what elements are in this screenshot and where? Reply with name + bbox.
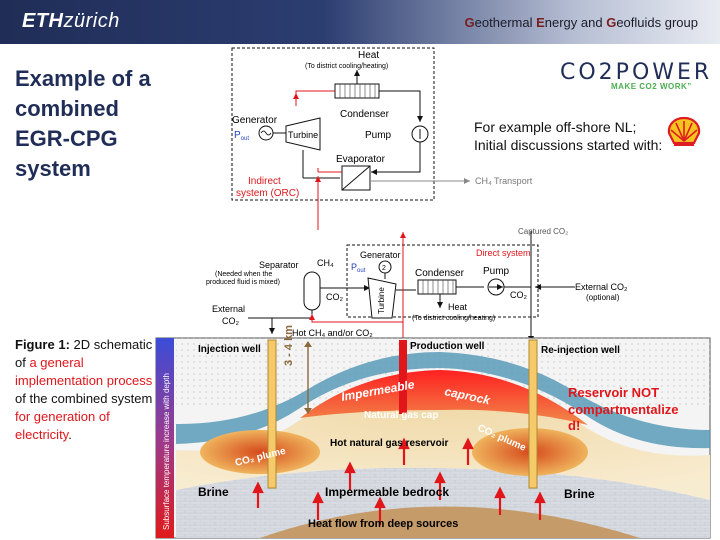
separator-note2: produced fluid is mixed) [206, 279, 280, 286]
temperature-gradient-label: Subsurface temperature increase with dep… [162, 373, 171, 530]
orc-indirect-label2: system (ORC) [236, 188, 299, 199]
direct-condenser-label: Condenser [415, 268, 465, 279]
group-name: Geothermal Energy and Geofluids group [464, 15, 698, 30]
svg-text:2: 2 [382, 265, 386, 272]
eth-zurich-logo: ETHzürich [22, 10, 120, 32]
orc-indirect-label1: Indirect [248, 176, 281, 187]
natural-gas-cap [300, 370, 588, 425]
not-compartmentalized-2: compartmentalize [568, 402, 679, 417]
orc-evaporator-label: Evaporator [336, 154, 386, 165]
reinjection-well-label: Re-injection well [541, 345, 620, 356]
ext-co2-right-label2: (optional) [586, 293, 620, 302]
direct-heat-sub: (To district cooling/heating) [412, 315, 495, 322]
production-well [399, 340, 407, 414]
separator-icon [303, 271, 321, 311]
heat-source-dome [260, 506, 640, 538]
captured-co2-label: Captured CO₂ [518, 227, 568, 236]
orc-system: Heat (To district cooling/heating) Conde… [231, 47, 533, 230]
production-well-label: Production well [410, 341, 485, 352]
orc-generator-label: Generator [232, 115, 278, 126]
gas-reservoir [176, 380, 710, 500]
brine-right-label: Brine [564, 487, 595, 501]
bedrock-label: Impermeable bedrock [325, 485, 449, 499]
injection-well-label: Injection well [198, 344, 261, 355]
direct-system-label: Direct system [476, 248, 531, 258]
ext-co2-right-label1: External CO₂ [575, 282, 628, 292]
hot-flow-label: Hot CH₄ and/or CO₂ [292, 328, 373, 338]
separator-note1: (Needed when the [215, 271, 272, 278]
shell-logo-icon [667, 116, 701, 146]
depth-label: 3 - 4 km [283, 325, 295, 366]
direct-heat-label: Heat [448, 302, 468, 312]
orc-heat-sub: (To district cooling/heating) [305, 63, 388, 70]
reservoir-label: Hot natural gas reservoir [330, 438, 448, 449]
co2power-logo: CO2POWER [560, 60, 713, 85]
orc-turbine-label: Turbine [288, 130, 318, 140]
direct-pump-label: Pump [483, 266, 510, 277]
caprock-layer [176, 352, 710, 449]
orc-condenser-label: Condenser [340, 109, 390, 120]
heat-flow-label: Heat flow from deep sources [308, 518, 458, 530]
not-compartmentalized-3: d! [568, 418, 580, 433]
direct-turbine-icon [367, 277, 397, 319]
brine-left-label: Brine [198, 485, 229, 499]
bedrock-layer [176, 467, 710, 538]
separator-ch4-label: CH₄ [317, 258, 334, 268]
direct-system: Captured CO₂ Direct system Generator Pou… [206, 227, 628, 346]
orc-condenser-icon [334, 83, 380, 99]
orc-pout-label: Pout [234, 130, 249, 142]
header-bar: ETHzürich Geothermal Energy and Geofluid… [0, 0, 720, 44]
orc-ch4-transport-label: CH₄ Transport [475, 176, 533, 186]
figure-caption: Figure 1: 2D schematic of a general impl… [15, 337, 153, 442]
injection-well [267, 339, 277, 489]
direct-co2-right-label: CO₂ [510, 290, 528, 300]
separator-co2-label: CO₂ [326, 292, 344, 302]
orc-pump-label: Pump [365, 130, 392, 141]
orc-heat-label: Heat [358, 50, 379, 61]
not-compartmentalized-1: Reservoir NOT [568, 385, 659, 400]
direct-turbine-label: Turbine [377, 287, 386, 314]
reinjection-well [528, 339, 538, 489]
ext-co2-left-label2: CO₂ [222, 316, 240, 326]
direct-condenser-icon [417, 279, 457, 295]
direct-pout-label: Pout [351, 262, 366, 274]
orc-turbine-icon [285, 117, 321, 151]
temperature-gradient-bar [156, 338, 174, 538]
ext-co2-left-label1: External [212, 304, 245, 314]
subsurface-section: Subsurface temperature increase with dep… [155, 325, 711, 539]
co2power-tagline: MAKE CO2 WORK” [611, 82, 692, 91]
slide-title: Example of a combined EGR-CPG system [15, 66, 151, 181]
co2-plume-left [200, 430, 320, 474]
separator-label: Separator [259, 260, 299, 270]
direct-generator-label: Generator [360, 250, 401, 260]
gas-cap-label: Natural gas cap [364, 410, 438, 421]
offshore-note: For example off-shore NL; Initial discus… [474, 119, 663, 153]
